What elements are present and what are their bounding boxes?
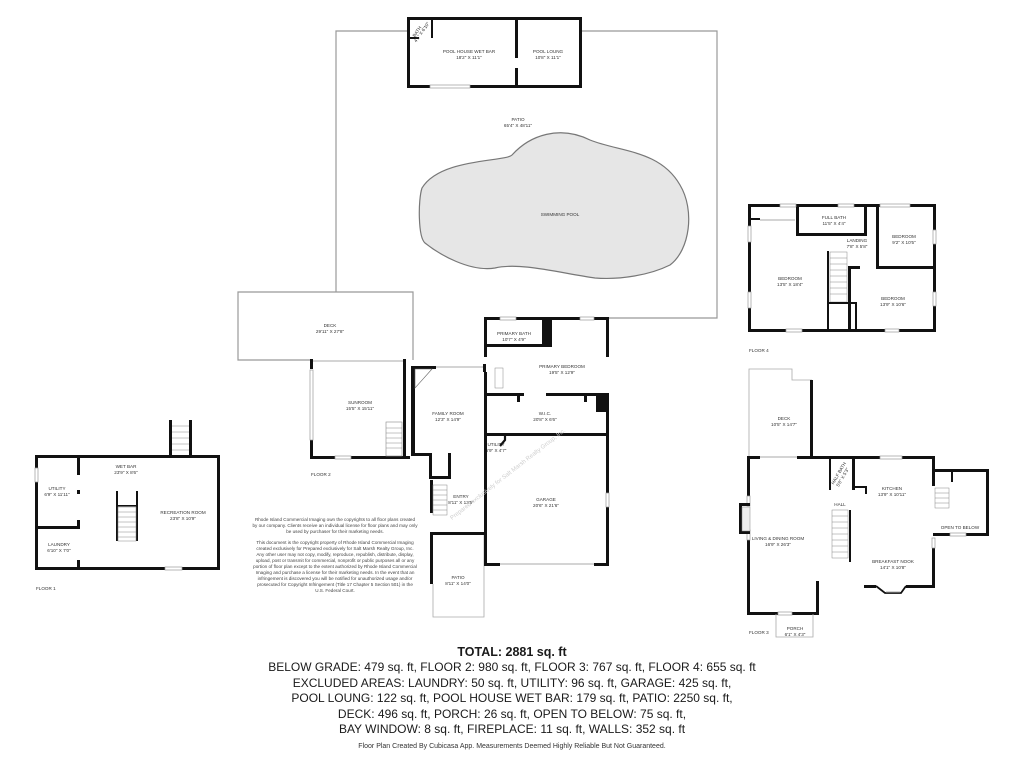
floor-1-plan: WET BAR 23'9" X 8'6" UTILITY 6'9" X 11'1… <box>34 420 220 591</box>
room-label-sunroom: SUNROOM <box>348 400 372 405</box>
room-dims-patio-small: 8'11" X 14'0" <box>445 581 471 586</box>
room-label-open-to-below: OPEN TO BELOW <box>941 525 980 530</box>
room-label-utility: UTILITY <box>48 486 65 491</box>
area-summary: TOTAL: 2881 sq. ft BELOW GRADE: 479 sq. … <box>0 645 1024 738</box>
room-label-utility-floor2: UTILITY <box>487 442 504 447</box>
room-dims-garage: 20'6" X 21'6" <box>533 503 559 508</box>
room-dims-kitchen: 13'9" X 10'11" <box>878 492 907 497</box>
room-label-bedroom-3: BEDROOM <box>881 296 905 301</box>
summary-line-2: EXCLUDED AREAS: LAUNDRY: 50 sq. ft, UTIL… <box>292 675 732 690</box>
room-dims-wet-bar: 23'9" X 8'6" <box>114 470 138 475</box>
room-dims-porch: 6'1" X 4'3" <box>785 632 806 637</box>
room-dims-landing: 7'8" X 5'8" <box>847 244 868 249</box>
room-dims-utility: 6'9" X 11'11" <box>44 492 70 497</box>
room-label-primary-bath: PRIMARY BATH <box>497 331 531 336</box>
room-label-laundry: LAUNDRY <box>48 542 70 547</box>
summary-line-1: BELOW GRADE: 479 sq. ft, FLOOR 2: 980 sq… <box>268 660 756 674</box>
floor-1-label: FLOOR 1 <box>36 586 56 591</box>
room-label-primary-bedroom: PRIMARY BEDROOM <box>539 364 585 369</box>
room-label-wet-bar: WET BAR <box>116 464 138 469</box>
sunroom: SUNROOM 15'5" X 15'11" FLOOR 2 <box>309 359 410 477</box>
room-dims-laundry: 6'10" X 7'0" <box>47 548 71 553</box>
room-label-kitchen: KITCHEN <box>882 486 902 491</box>
room-label-bath: BATH <box>412 25 423 38</box>
room-dims-pool-house-wet-bar: 18'2" X 11'1" <box>456 55 482 60</box>
floor-3-label: FLOOR 3 <box>749 630 769 635</box>
floor-4-label: FLOOR 4 <box>749 348 769 353</box>
room-label-porch: PORCH <box>787 626 804 631</box>
room-label-bedroom-2: BEDROOM <box>778 276 802 281</box>
floor-2-label: FLOOR 2 <box>311 472 331 477</box>
room-dims-pool-loung: 10'8" X 11'1" <box>535 55 561 60</box>
room-dims-patio: 65'4" X 48'11" <box>504 123 533 128</box>
room-label-full-bath: FULL BATH <box>822 215 846 220</box>
room-label-swimming-pool: SWIMMING POOL <box>541 212 580 217</box>
room-label-breakfast-nook: BREAKFAST NOOK <box>872 559 915 564</box>
room-label-patio: PATIO <box>511 117 525 122</box>
room-label-entry: ENTRY <box>453 494 469 499</box>
floor-4-plan: FULL BATH 11'5" X 4'4" LANDING 7'8" X 5'… <box>747 203 937 353</box>
room-label-pool-loung: POOL LOUNG <box>533 49 564 54</box>
patio-area: PATIO 65'4" X 48'11" <box>335 30 718 319</box>
pool-house: BATH 4'1" X 6'10" POOL HOUSE WET BAR 18'… <box>407 17 582 89</box>
copyright-paragraph-1: Rhode Island Commercial Imaging own the … <box>252 517 418 534</box>
room-label-recreation-room: RECREATION ROOM <box>160 510 206 515</box>
room-label-deck: DECK <box>324 323 338 328</box>
room-dims-bedroom-2: 13'5" X 18'4" <box>777 282 803 287</box>
room-dims-utility-floor2: 5'9" X 4'7" <box>486 448 507 453</box>
summary-line-3: POOL LOUNG: 122 sq. ft, POOL HOUSE WET B… <box>291 691 733 706</box>
copyright-notice: Rhode Island Commercial Imaging own the … <box>252 517 418 599</box>
copyright-paragraph-2: This document is the copyright property … <box>253 540 417 593</box>
footer-disclaimer: Floor Plan Created By Cubicasa App. Meas… <box>358 743 666 750</box>
room-dims-recreation-room: 23'8" X 10'9" <box>170 516 196 521</box>
room-dims-bedroom-1: 9'2" X 10'5" <box>892 240 916 245</box>
room-dims-breakfast-nook: 14'1" X 10'8" <box>880 565 906 570</box>
room-dims-family-room: 12'3" X 14'9" <box>435 417 461 422</box>
room-label-pool-house-wet-bar: POOL HOUSE WET BAR <box>443 49 496 54</box>
room-label-family-room: FAMILY ROOM <box>432 411 464 416</box>
room-label-landing: LANDING <box>847 238 868 243</box>
room-label-wic: W.I.C. <box>539 411 552 416</box>
swimming-pool: SWIMMING POOL <box>418 132 690 280</box>
room-dims-sunroom: 15'5" X 15'11" <box>346 406 375 411</box>
room-dims-deck-floor3: 10'5" X 14'7" <box>771 422 797 427</box>
summary-line-4: DECK: 496 sq. ft, PORCH: 26 sq. ft, OPEN… <box>337 706 687 721</box>
total-area: TOTAL: 2881 sq. ft <box>457 645 567 659</box>
deck-floor2: DECK 29'11" X 27'8" <box>237 291 414 361</box>
room-label-hall: HALL <box>834 502 846 507</box>
room-label-bedroom-1: BEDROOM <box>892 234 916 239</box>
main-house-floor2: FAMILY ROOM 12'3" X 14'9" PRIMARY BATH 1… <box>411 316 610 618</box>
room-label-garage: GARAGE <box>536 497 556 502</box>
room-dims-primary-bedroom: 19'5" X 12'9" <box>549 370 575 375</box>
room-dims-wic: 20'8" X 6'6" <box>533 417 557 422</box>
room-label-patio-small: PATIO <box>451 575 465 580</box>
floor-3-plan: DECK 10'5" X 14'7" HALF BATH 5'6" X 5'3"… <box>739 368 989 638</box>
room-dims-entry: 8'11" X 13'5" <box>448 500 474 505</box>
summary-line-5: BAY WINDOW: 8 sq. ft, FIREPLACE: 11 sq. … <box>338 722 686 737</box>
room-dims-primary-bath: 10'7" X 4'9" <box>502 337 526 342</box>
room-label-living-dining-room: LIVING & DINING ROOM <box>752 536 804 541</box>
room-dims-full-bath: 11'5" X 4'4" <box>822 221 845 226</box>
room-dims-bedroom-3: 13'9" X 10'6" <box>880 302 906 307</box>
room-dims-deck: 29'11" X 27'8" <box>316 329 345 334</box>
room-label-deck-floor3: DECK <box>778 416 792 421</box>
room-dims-living-dining-room: 16'9" X 26'3" <box>765 542 791 547</box>
